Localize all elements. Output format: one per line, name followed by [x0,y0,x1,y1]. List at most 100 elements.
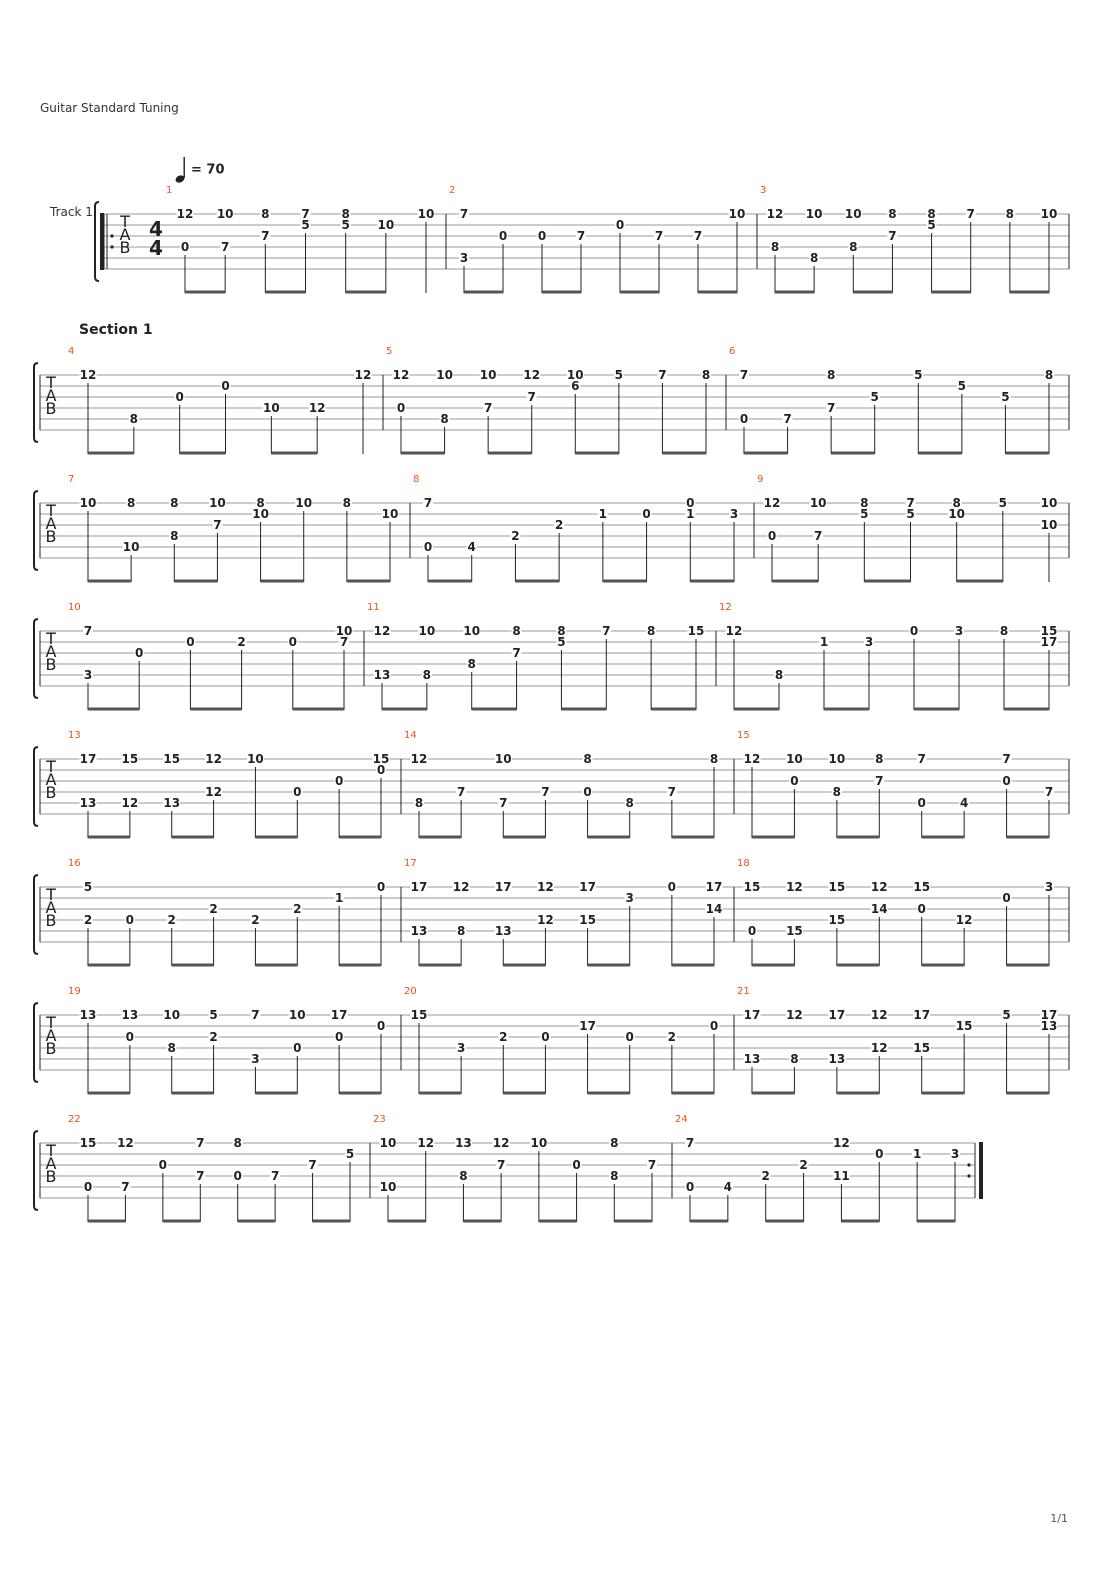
fret-number: 8 [775,668,783,682]
fret-number: 3 [730,507,738,521]
fret-mask [767,530,777,542]
fret-mask [216,208,234,220]
fret-number: 7 [694,229,702,243]
fret-number: 2 [251,913,259,927]
fret-mask [456,925,467,937]
fret-number: 12 [767,207,784,221]
fret-number: 8 [168,1041,176,1055]
fret-number: 0 [126,913,134,927]
fret-number: 13 [163,796,180,810]
fret-number: 10 [1041,496,1058,510]
fret-mask [246,753,264,765]
fret-mask [423,541,433,553]
bar-number: 14 [404,730,417,741]
fret-mask [743,1053,761,1065]
fret-mask [262,402,280,414]
fret-number: 10 [810,496,827,510]
fret-mask [220,241,231,253]
fret-number: 1 [335,891,343,905]
fret-mask [126,497,137,509]
fret-number: 8 [170,529,178,543]
fret-number: 7 [1045,785,1053,799]
fret-number: 8 [234,1136,242,1150]
fret-number: 1 [820,635,828,649]
fret-mask [122,541,140,553]
fret-mask [381,508,399,520]
fret-mask [292,903,303,915]
fret-mask [624,797,635,809]
fret-number: 0 [159,1158,167,1172]
fret-mask [950,1148,960,1160]
fret-number: 0 [397,401,405,415]
fret-number: 0 [918,796,926,810]
tab-clef-letter: A [120,225,131,244]
fret-number: 13 [495,924,512,938]
fret-mask [537,230,547,242]
fret-number: 8 [647,624,655,638]
fret-number: 8 [415,796,423,810]
fret-number: 12 [122,796,139,810]
repeat-dot [967,1174,971,1178]
fret-mask [951,497,962,509]
section-marker: Section 1 [79,322,153,338]
fret-number: 14 [706,902,723,916]
fret-number: 4 [468,540,476,554]
tab-clef-letter: B [120,238,131,257]
fret-number: 0 [686,496,694,510]
fret-number: 7 [221,240,229,254]
fret-number: 7 [668,785,676,799]
fret-mask [379,1137,397,1149]
fret-mask [615,219,625,231]
fret-number: 10 [845,207,862,221]
fret-mask [208,903,219,915]
tab-clef-letter: B [46,783,57,802]
bar-number: 19 [68,986,81,997]
fret-number: 15 [122,752,139,766]
tab-clef-letter: B [46,399,57,418]
fret-mask [454,1137,472,1149]
fret-number: 2 [511,529,519,543]
fret-mask [195,1137,206,1149]
fret-number: 7 [888,229,896,243]
fret-number: 2 [762,1169,770,1183]
fret-mask [494,881,512,893]
fret-number: 17 [913,1008,930,1022]
fret-number: 7 [261,229,269,243]
fret-mask [909,625,919,637]
fret-number: 7 [213,518,221,532]
fret-number: 0 [175,390,183,404]
fret-number: 5 [301,218,309,232]
fret-number: 0 [642,507,650,521]
fret-number: 8 [459,1169,467,1183]
fret-number: 13 [80,1008,97,1022]
fret-mask [334,775,345,787]
fret-number: 15 [786,924,803,938]
fret-mask [79,1137,97,1149]
fret-number: 2 [293,902,301,916]
bar-number: 9 [757,474,763,485]
fret-mask [774,669,784,681]
fret-number: 8 [626,796,634,810]
fret-number: 13 [744,1052,761,1066]
fret-mask [874,1148,885,1160]
fret-mask [859,508,870,520]
fret-number: 7 [308,1158,316,1172]
fret-mask [166,1042,177,1054]
fret-number: 7 [460,207,468,221]
fret-mask [292,1042,303,1054]
fret-mask [511,647,522,659]
fret-mask [685,508,696,520]
bar-number: 21 [737,986,750,997]
fret-number: 2 [799,1158,807,1172]
fret-number: 4 [960,796,968,810]
fret-number: 7 [512,646,520,660]
fret-mask [955,1020,973,1032]
bar-number: 5 [386,346,392,357]
fret-number: 15 [913,1041,930,1055]
fret-mask [864,636,874,648]
fret-number: 7 [340,635,348,649]
fret-number: 7 [484,401,492,415]
fret-mask [540,1031,551,1043]
